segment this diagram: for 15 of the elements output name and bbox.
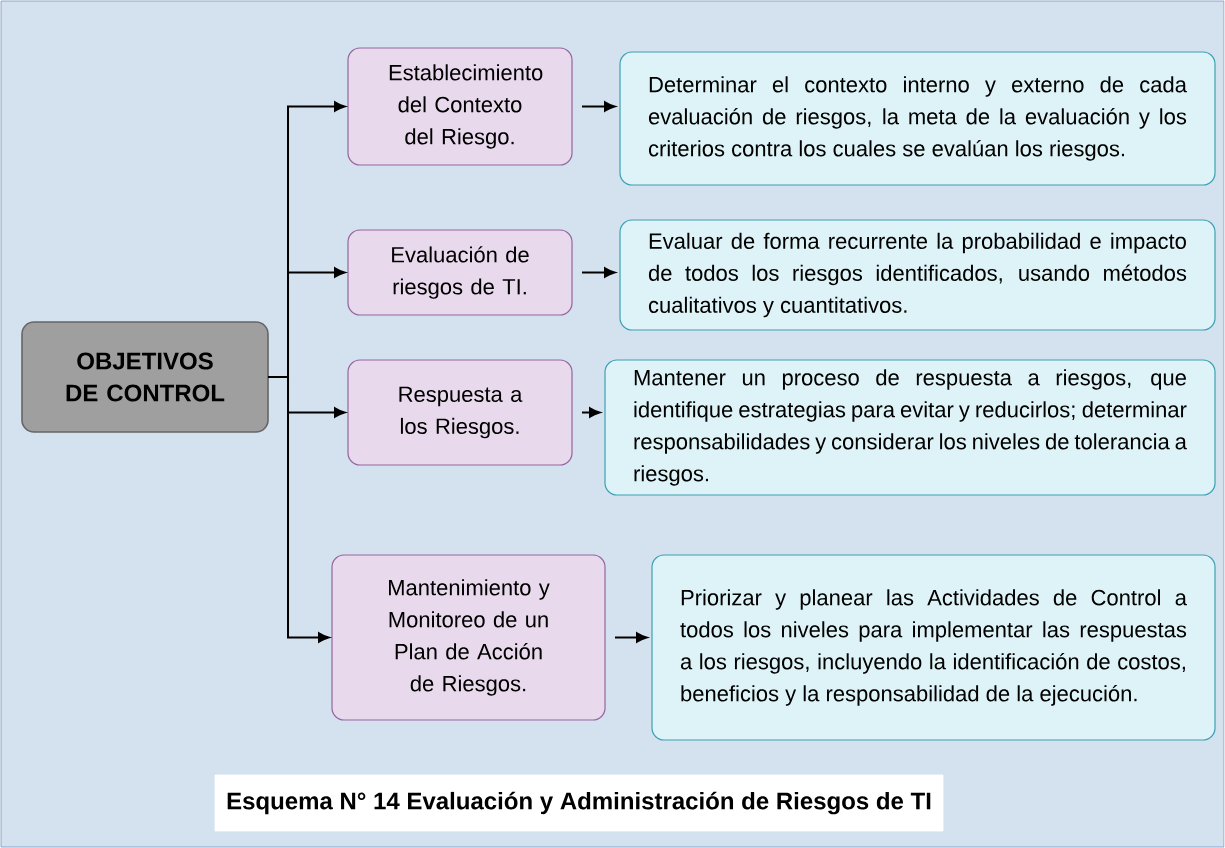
arrow bbox=[581, 267, 616, 278]
process-box: Evaluación de riesgos de TI. bbox=[347, 229, 573, 316]
description-box: Mantener un proceso de respuesta a riesgos, que identifique estrategias para evitar y reducirlos; determinar responsabilidades y considerar los niveles de tolerancia a riesgos. bbox=[604, 359, 1216, 496]
process-box: Mantenimiento y Monitoreo de un Plan de Acción de Riesgos. bbox=[331, 554, 606, 721]
control-box: OBJETIVOS DE CONTROL bbox=[21, 321, 269, 433]
description-box: Priorizar y planear las Actividades de Control a todos los niveles para implementar las respuestas a los riesgos, incluyendo la identificación de costos, beneficios y la responsabilidad de la ejecución. bbox=[651, 554, 1216, 741]
description-box: Evaluar de forma recurrente la probabilidad e impacto de todos los riesgos identificados, usando métodos cualitativos y cuantitativos. bbox=[619, 219, 1216, 331]
caption: Esquema N° 14 Evaluación y Administración de Riesgos de TI bbox=[214, 774, 944, 832]
arrow bbox=[581, 407, 601, 418]
arrow bbox=[581, 101, 616, 112]
arrow bbox=[614, 632, 648, 643]
description-box: Determinar el contexto interno y externo de cada evaluación de riesgos, la meta de la evaluación y los criterios contra los cuales se evalúan los riesgos. bbox=[619, 51, 1216, 186]
process-box: Respuesta a los Riesgos. bbox=[347, 359, 573, 466]
process-box: Establecimiento del Contexto del Riesgo. bbox=[347, 47, 573, 166]
arrow bbox=[267, 376, 330, 643]
